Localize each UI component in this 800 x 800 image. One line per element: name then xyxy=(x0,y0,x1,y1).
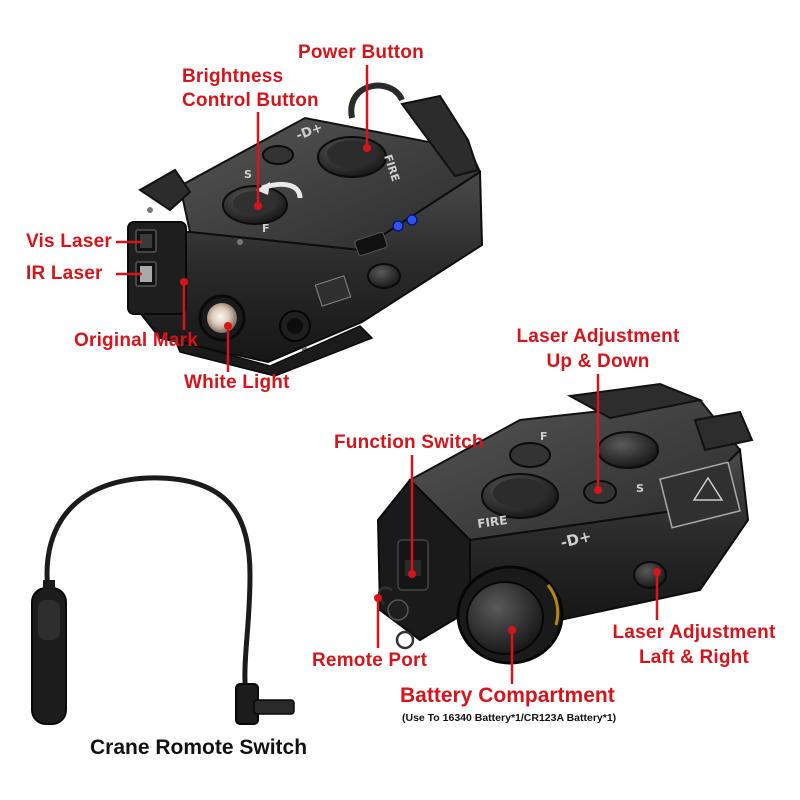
remote-port-label: Remote Port xyxy=(312,650,428,671)
laser-ud-dot xyxy=(594,486,602,494)
selector-slot xyxy=(354,232,388,256)
pressure-pad-button xyxy=(38,600,60,640)
brightness-dot xyxy=(254,202,262,210)
s-marking: S xyxy=(244,168,252,181)
battery-cap-oring xyxy=(546,584,560,626)
crane-switch-caption: Crane Romote Switch xyxy=(90,736,308,759)
mount-rail xyxy=(173,325,374,377)
white-light-lens xyxy=(207,303,237,333)
power-button-label: Power Button xyxy=(298,42,424,63)
remote-port-dot xyxy=(374,594,382,602)
ir-laser-lens xyxy=(140,266,152,282)
battery-cap-grip xyxy=(466,581,544,655)
original-mark-dot xyxy=(180,278,188,286)
screw xyxy=(147,207,153,213)
laser-ud-label-line1: Laser Adjustment xyxy=(516,326,680,347)
small-top-dial xyxy=(509,442,551,468)
brightness-label-line1: Brightness xyxy=(182,66,284,87)
port-cap-ring xyxy=(395,630,415,650)
f-marking: F xyxy=(540,430,548,443)
power-button-dot xyxy=(363,144,371,152)
rear-bracket xyxy=(566,382,704,420)
power-button-cap xyxy=(493,478,547,508)
power-button-cap xyxy=(327,140,377,168)
windage-knob xyxy=(633,561,667,589)
remote-switch xyxy=(31,475,295,725)
top-small-knob xyxy=(262,145,294,165)
brightness-dial-cap xyxy=(233,191,277,215)
secondary-lens-center xyxy=(287,318,303,334)
warning-label xyxy=(314,275,352,307)
side-adjust-knob xyxy=(367,263,401,289)
laser-lr-dot xyxy=(653,568,661,576)
f-marking: F xyxy=(262,222,270,235)
s-marking: S xyxy=(636,482,644,495)
pad-strain-relief xyxy=(43,580,55,594)
warning-triangle-icon xyxy=(692,476,724,501)
vis-laser-label: Vis Laser xyxy=(26,231,112,252)
rear-clip xyxy=(693,410,754,452)
brightness-dial xyxy=(597,431,659,469)
battery-note: (Use To 16340 Battery*1/CR123A Battery*1… xyxy=(402,712,617,724)
function-switch-label: Function Switch xyxy=(334,432,484,453)
laser-lr-label-line2: Laft & Right xyxy=(638,647,750,668)
warning-label xyxy=(659,461,741,529)
ir-laser-label: IR Laser xyxy=(26,263,103,284)
plug-tip xyxy=(253,699,295,715)
remote-cable xyxy=(44,475,253,701)
callout-lines xyxy=(116,65,661,684)
top-clip xyxy=(138,168,192,212)
original-mark-label: Original Mark xyxy=(74,330,199,351)
rotation-arrow-head xyxy=(256,182,270,195)
remote-port xyxy=(387,599,409,621)
port-lanyard xyxy=(377,586,393,605)
laser-ud-label-line2: Up & Down xyxy=(546,351,650,372)
top-device: FIRE S F -D+ xyxy=(127,82,484,377)
laser-lr-label-line1: Laser Adjustment xyxy=(612,622,776,643)
screw xyxy=(237,239,243,245)
battery-label: Battery Compartment xyxy=(400,684,615,707)
ring-handle xyxy=(348,82,405,119)
battery-dot xyxy=(508,626,516,634)
fire-marking: FIRE xyxy=(476,513,508,531)
vis-laser-lens xyxy=(140,234,152,248)
function-switch-dot xyxy=(408,570,416,578)
brightness-label-line2: Control Button xyxy=(182,90,319,111)
blue-led-left xyxy=(392,220,404,232)
white-light-label: White Light xyxy=(184,372,290,393)
white-light-dot xyxy=(224,322,232,330)
rear-block xyxy=(400,94,480,178)
blue-led-right xyxy=(406,214,418,226)
